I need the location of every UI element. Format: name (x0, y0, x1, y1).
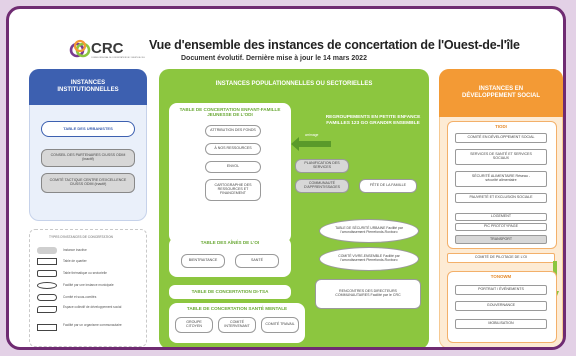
header-populationnelles: INSTANCES POPULATIONNELLES OU SECTORIELL… (215, 80, 373, 87)
box-conseil-partenaires: CONSEIL DES PARTENAIRES CIUSSS ODIM (ina… (41, 149, 135, 167)
sante-mentale-title: TABLE DE CONCERTATION SANTÉ MENTALE (186, 306, 288, 311)
box-mobilisation: MOBILISATION (455, 319, 547, 329)
box-attribution-fonds: ATTRIBUTION DES FONDS (205, 125, 261, 137)
box-comite-pilotage: COMITÉ DE PILOTAGE DE L'OI (447, 253, 555, 263)
box-nos-ressources: À NOS RESSOURCES (205, 143, 261, 155)
legend-symbol-municipale (37, 282, 57, 289)
legend-item: Facilité par une instance municipale (63, 283, 114, 287)
box-vivre-ensemble: COMITÉ VIVRE-ENSEMBLE Facilité par l'arr… (319, 247, 419, 271)
box-portrait: PORTRAIT / ÉVÉNEMENTS (455, 285, 547, 295)
box-pic-prototypage: PIC PROTOTYPAGE (455, 223, 547, 231)
page-subtitle: Document évolutif. Dernière mise à jour … (181, 55, 367, 62)
enfance-title: TABLE DE CONCERTATION ENFANT-FAMILLE JEU… (179, 107, 281, 118)
box-securite-urbaine: TABLE DE SÉCURITÉ URBAINE Facilité par l… (319, 219, 419, 243)
box-rencontres-directeurs: RENCONTRES DES DIRECTEURS COMMUNAUTAIRES… (315, 279, 421, 309)
page-title: Vue d'ensemble des instances de concerta… (149, 38, 520, 52)
tiodi-label: TIODI (495, 124, 507, 129)
box-pauvrete: PAUVRETÉ ET EXCLUSION SOCIALE (455, 193, 547, 203)
arrimage-label: arrimage (305, 133, 319, 137)
legend-symbol-quartier (37, 258, 57, 265)
box-logement: LOGEMENT (455, 213, 547, 221)
tonowm-label: TONOWM (490, 274, 512, 279)
box-sante: SANTÉ (235, 254, 279, 268)
box-securite-alimentaire: SÉCURITÉ ALIMENTAIRE Réseau - sécurité a… (455, 171, 547, 187)
legend-symbol-comite (37, 294, 57, 301)
legend-item: Espace collectif de développement social (63, 305, 122, 309)
logo-text: CRC (91, 40, 124, 57)
box-comite-dev-social: COMITÉ EN DÉVELOPPEMENT SOCIAL (455, 133, 547, 143)
box-fete-famille: FÊTE DE LA FAMILLE (359, 179, 417, 193)
crc-logo-icon (69, 39, 91, 58)
box-gouvernance: GOUVERNANCE (455, 301, 547, 311)
legend-symbol-thematique (37, 270, 57, 277)
box-comite-travail: COMITÉ TRAVAIL (261, 317, 299, 333)
panel-enfance (169, 103, 291, 243)
di-tsa-title: TABLE DE CONCERTATION DI-TSA (191, 289, 269, 294)
legend-symbol-espace (37, 306, 57, 313)
legend-item: Facilité par un organisme communautaire (63, 323, 122, 327)
box-planification: PLANIFICATION DES SERVICES (295, 159, 349, 173)
box-bientraitance: BIENTRAITANCE (181, 254, 225, 268)
diagram-frame: CRC CONSEIL RÉGIONAL DE CONCERTATION DE … (6, 6, 566, 350)
box-groupe-citoyen: GROUPE CITOYEN (175, 317, 213, 333)
box-communaute: COMMUNAUTÉ D'APPRENTISSAGES (295, 179, 349, 193)
box-transport: TRANSPORT (455, 235, 547, 244)
legend-item: Comité et sous-comités (63, 295, 97, 299)
box-envol: ENVOL (205, 161, 261, 173)
legend (29, 229, 147, 347)
legend-title: TYPES D'INSTANCES DE CONCERTATION (49, 235, 113, 239)
legend-symbol-inactive (37, 247, 57, 254)
legend-item: Instance inactive (63, 248, 87, 252)
header-institutionnelles: INSTANCES INSTITUTIONNELLES (29, 69, 147, 105)
panel-di-tsa (169, 285, 291, 299)
logo-subtext: CONSEIL RÉGIONAL DE CONCERTATION DE L'OU… (91, 57, 145, 59)
header-developpement-social: INSTANCES EN DÉVELOPPEMENT SOCIAL (439, 69, 563, 117)
legend-item: Table de quartier (63, 259, 87, 263)
box-table-urbanistes: TABLE DES URBANISTES (41, 121, 135, 137)
regroupements-title: REGROUPEMENTS EN PETITE ENFANCE FAMILLES… (325, 115, 421, 126)
legend-symbol-organisme (37, 324, 57, 331)
aines-title: TABLE DES AÎNÉS DE L'OI (200, 240, 260, 245)
crc-logo: CRC CONSEIL RÉGIONAL DE CONCERTATION DE … (69, 39, 145, 65)
legend-item: Table thématique ou sectorielle (63, 271, 107, 275)
box-comite-intervenant: COMITÉ INTERVENANT (218, 317, 256, 333)
box-services-sante: SERVICES DE SANTÉ ET SERVICES SOCIAUX (455, 149, 547, 165)
box-cartographie: CARTOGRAPHIE DES RESSOURCES ET FINANCEME… (205, 179, 261, 201)
arrimage-arrow (291, 137, 331, 151)
box-comite-tactique: COMITÉ TACTIQUE CENTRE D'EXCELLENCE CIUS… (41, 173, 135, 193)
